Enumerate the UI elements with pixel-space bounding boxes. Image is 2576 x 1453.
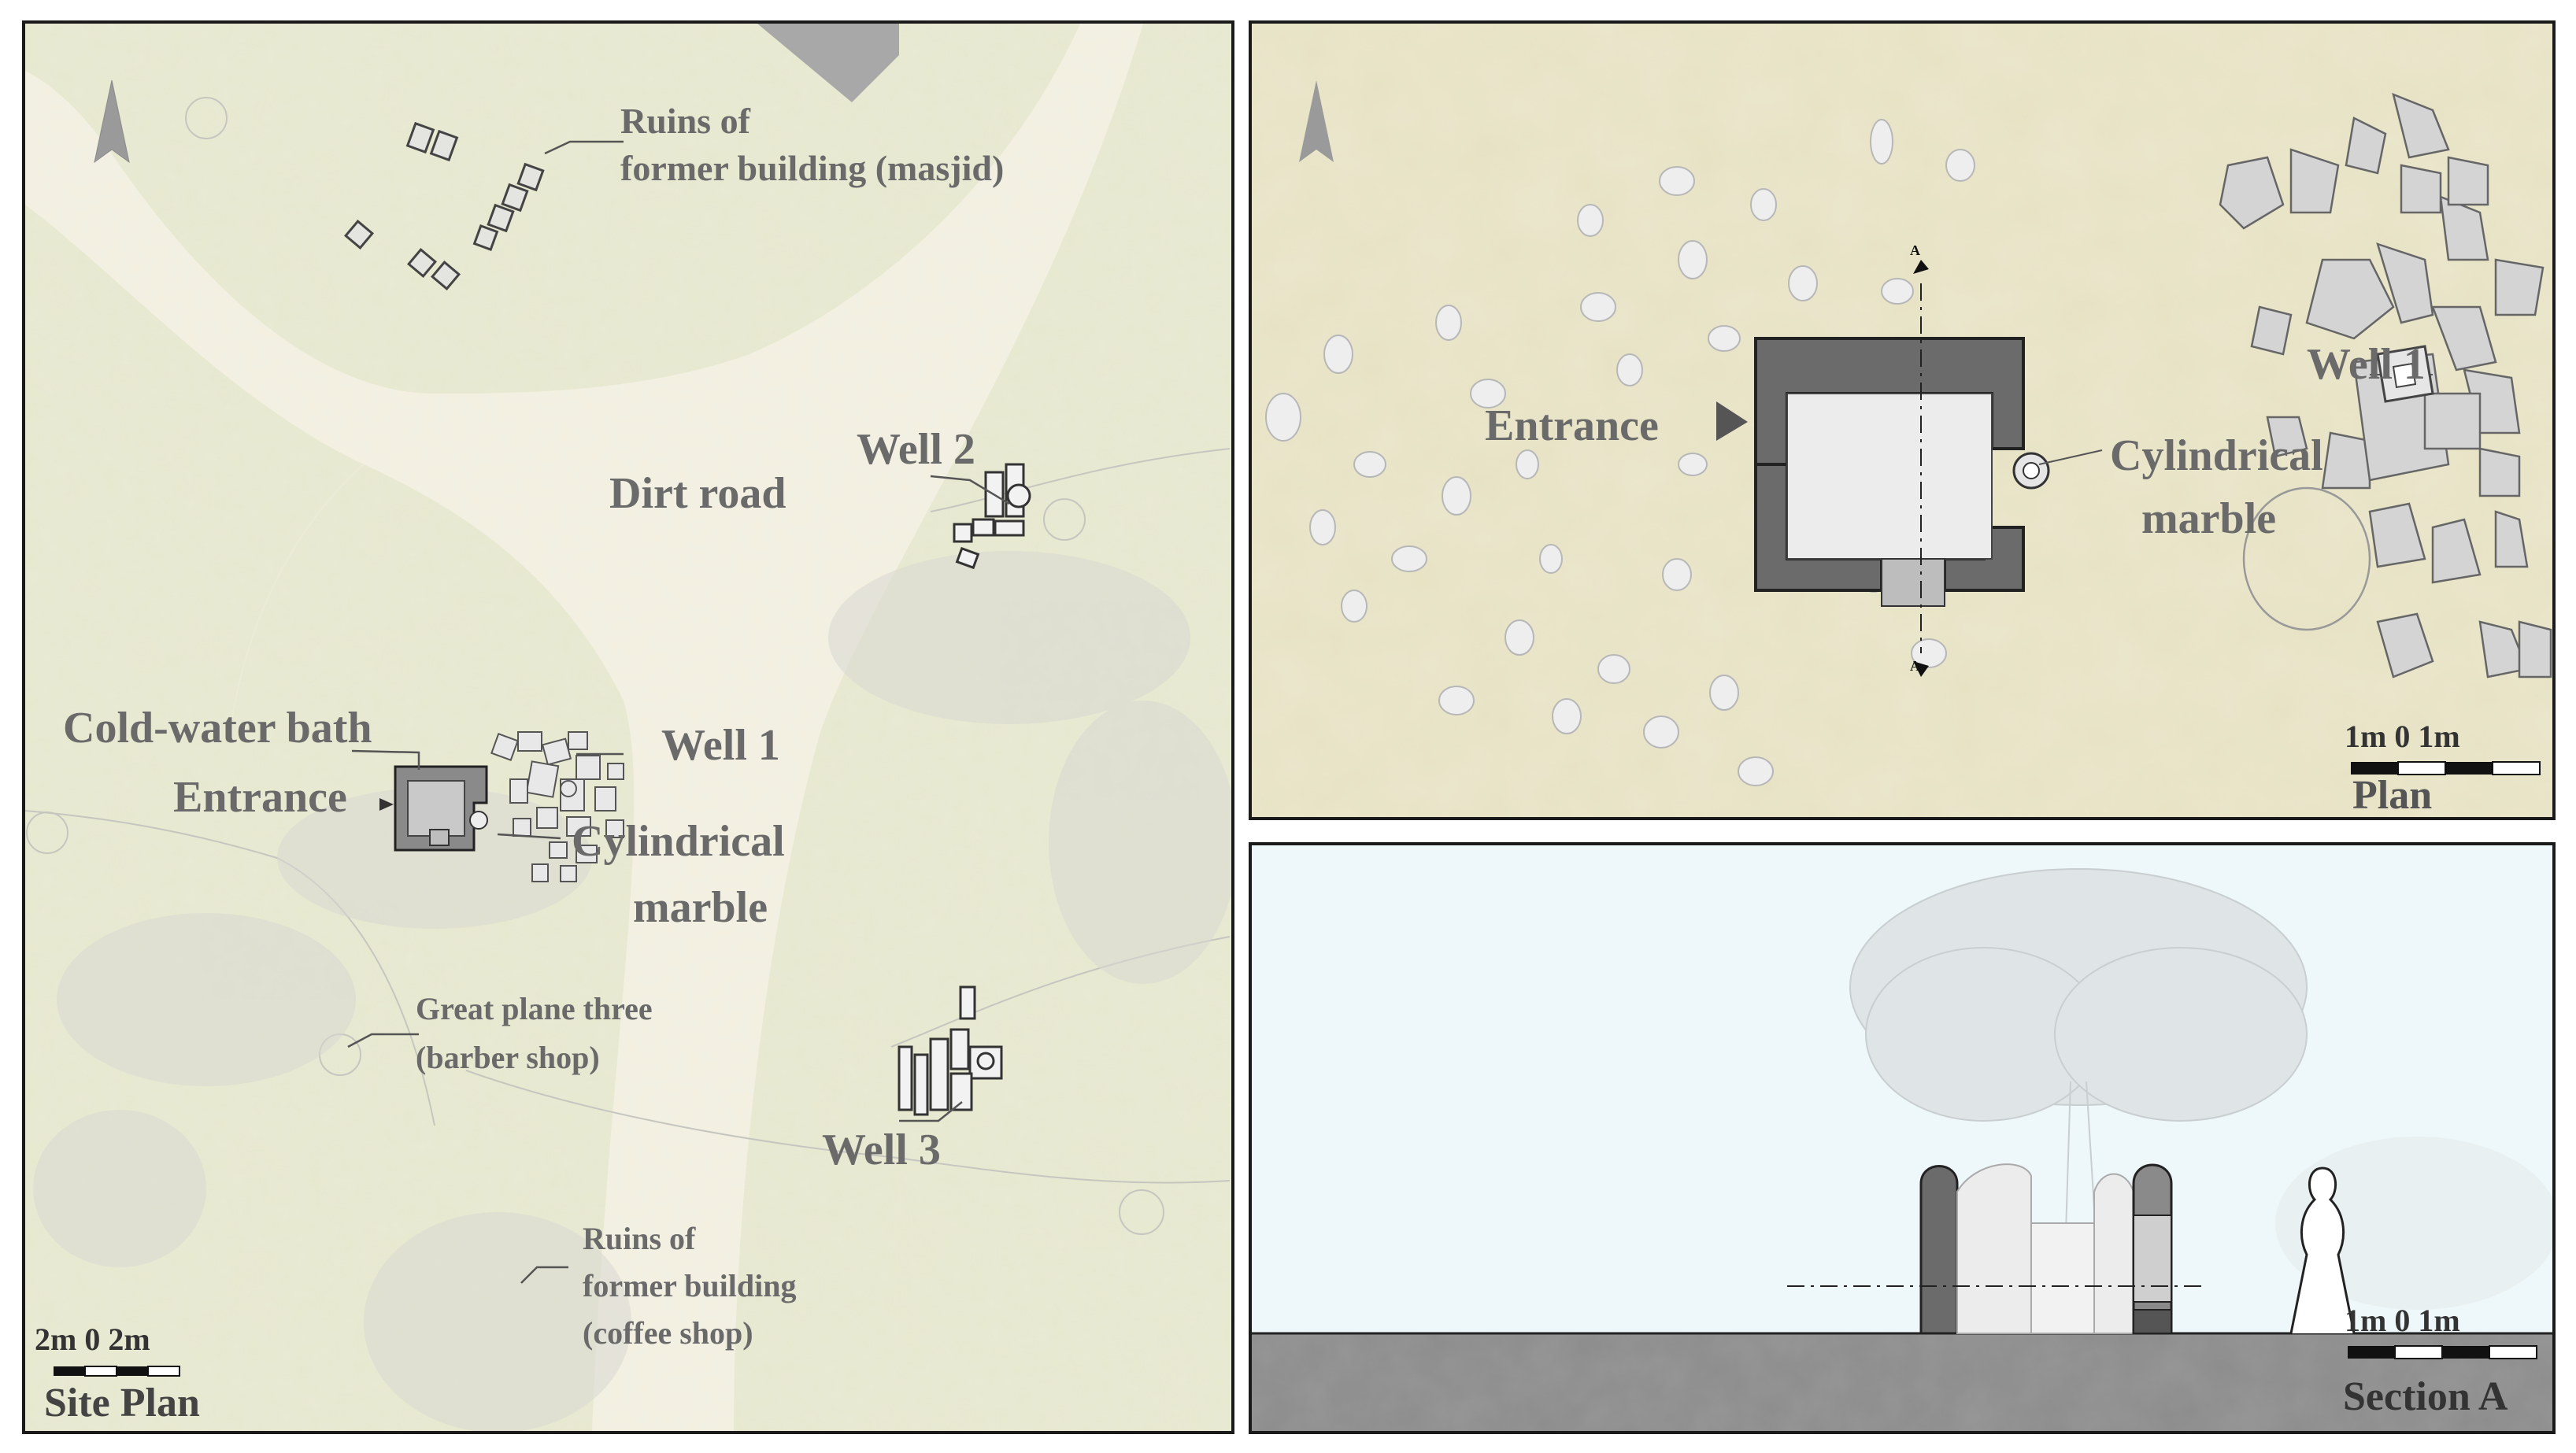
well-outline: [2242, 486, 2371, 631]
plan-label-cylindrical: Cylindrical: [2110, 431, 2323, 480]
label-coffee-line1: Ruins of: [583, 1221, 696, 1256]
site-plan-scale-label: 2m 0 2m: [35, 1322, 150, 1357]
label-coffee-line3: (coffee shop): [583, 1315, 753, 1351]
well-1-plan: [2376, 345, 2434, 403]
label-cold-water-bath: Cold-water bath: [63, 704, 372, 752]
plan-label-entrance: Entrance: [1485, 401, 1659, 450]
plan-label-marble: marble: [2141, 494, 2277, 543]
well-2-ruins: [953, 463, 1031, 570]
label-well-3: Well 3: [822, 1126, 941, 1174]
label-masjid-line2: former building (masjid): [620, 148, 1005, 188]
scattered-stones-left: [1265, 119, 1975, 786]
masjid-ruins: [343, 121, 545, 291]
north-arrow-icon: [1299, 80, 1334, 162]
label-coffee-line2: former building: [583, 1268, 797, 1303]
entrance-arrow-icon: [1716, 401, 1748, 441]
plan-scale-label: 1m 0 1m: [2345, 719, 2460, 754]
scale-bar-icon: [54, 1366, 180, 1377]
site-plan-drawing: [25, 24, 1231, 1431]
leader-lines: [347, 140, 1010, 1284]
label-well-1: Well 1: [661, 721, 780, 770]
plan-label-well-1: Well 1: [2307, 340, 2426, 389]
entrance-arrow-icon: [379, 798, 394, 811]
scale-bar-icon: [2351, 761, 2541, 775]
section-marker-bottom: A: [1910, 658, 1920, 674]
plan-panel: Entrance Well 1 Cylindrical marble A A 1…: [1249, 20, 2556, 820]
section-drawing: [1252, 845, 2552, 1431]
section-scale-label: 1m 0 1m: [2345, 1303, 2460, 1338]
label-barber-shop: (barber shop): [416, 1040, 600, 1075]
site-plan-panel: Ruins of former building (masjid) Dirt r…: [22, 20, 1234, 1434]
section-caption: Section A: [2343, 1374, 2508, 1419]
label-cylindrical: Cylindrical: [572, 817, 785, 866]
site-plan-caption: Site Plan: [44, 1381, 200, 1425]
label-marble: marble: [633, 883, 768, 932]
scale-bar-icon: [2348, 1345, 2537, 1359]
bath-plan: [1754, 260, 2433, 677]
tree-canopy-texture: [33, 551, 1231, 1431]
tree-silhouette: [1849, 868, 2308, 1334]
north-arrow-icon: [94, 79, 130, 164]
section-marker-top: A: [1910, 242, 1920, 258]
cold-water-bath: [394, 765, 488, 852]
label-masjid-line1: Ruins of: [620, 101, 750, 141]
label-dirt-road: Dirt road: [609, 469, 786, 518]
well-3-ruins: [898, 985, 1003, 1116]
label-well-2: Well 2: [857, 425, 975, 474]
dirt-road: [25, 24, 1143, 1431]
well-1-stones: [490, 731, 624, 882]
plan-caption: Plan: [2352, 773, 2433, 818]
label-entrance: Entrance: [173, 773, 347, 822]
scattered-stones-right: [2219, 92, 2552, 678]
human-scale-figure: [2289, 1166, 2356, 1334]
plan-drawing: [1252, 24, 2552, 817]
building-corner-block: [757, 24, 899, 102]
bath-section: [1787, 1163, 2204, 1335]
section-panel: 1m 0 1m Section A: [1249, 842, 2556, 1434]
label-great-plane: Great plane three: [416, 991, 653, 1026]
